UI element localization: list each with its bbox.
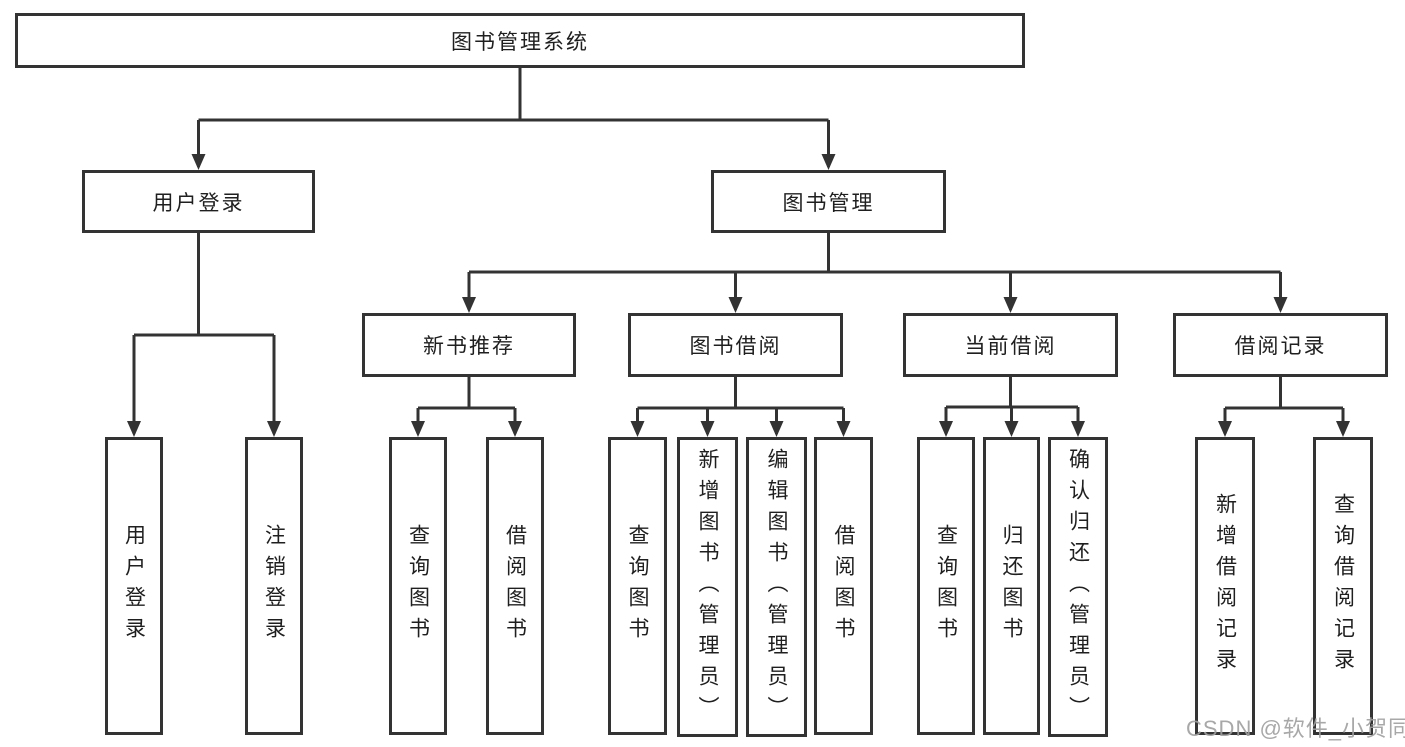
leaf-user-login: 用户登录 xyxy=(105,437,163,735)
node-current-borrow: 当前借阅 xyxy=(903,313,1118,377)
node-new-book-recommend: 新书推荐 xyxy=(362,313,576,377)
node-book-management: 图书管理 xyxy=(711,170,946,233)
connector-borrow-records-split xyxy=(1225,377,1343,410)
leaf-label: 借阅图书 xyxy=(832,524,855,648)
connector-root-split xyxy=(198,68,829,122)
connector-current-borrow-split xyxy=(946,377,1078,409)
leaf-label: 查询图书 xyxy=(934,524,958,648)
connector-book-borrow-split xyxy=(637,377,844,410)
leaf-confirm-return-admin: 确认归还（管理员） xyxy=(1048,437,1108,737)
leaf-label: 借阅图书 xyxy=(503,524,527,648)
leaf-label: 查询图书 xyxy=(626,524,649,648)
leaf-add-book-admin: 新增图书（管理员） xyxy=(677,437,738,737)
leaf-return-book: 归还图书 xyxy=(983,437,1040,735)
leaf-query-books-3: 查询图书 xyxy=(917,437,975,735)
leaf-label: 新增图书（管理员） xyxy=(696,447,719,727)
csdn-watermark: CSDN @软件_小贺同学 xyxy=(1186,716,1405,741)
leaf-label: 新增借阅记录 xyxy=(1213,493,1237,679)
node-user-login: 用户登录 xyxy=(82,170,315,233)
node-borrow-records: 借阅记录 xyxy=(1173,313,1388,377)
leaf-query-books-1: 查询图书 xyxy=(389,437,447,735)
leaf-query-borrow-record: 查询借阅记录 xyxy=(1313,437,1373,735)
leaf-label: 确认归还（管理员） xyxy=(1066,447,1090,727)
node-book-borrow: 图书借阅 xyxy=(628,313,843,377)
leaf-borrow-books-2: 借阅图书 xyxy=(814,437,873,735)
leaf-label: 查询借阅记录 xyxy=(1331,493,1355,679)
leaf-label: 注销登录 xyxy=(262,524,286,648)
leaf-edit-book-admin: 编辑图书（管理员） xyxy=(746,437,807,737)
leaf-query-books-2: 查询图书 xyxy=(608,437,667,735)
connector-user-login-split xyxy=(134,233,274,337)
connector-lines xyxy=(127,68,1350,437)
leaf-logout: 注销登录 xyxy=(245,437,303,735)
leaf-label: 归还图书 xyxy=(1000,524,1023,648)
leaf-label: 编辑图书（管理员） xyxy=(765,447,788,727)
leaf-add-borrow-record: 新增借阅记录 xyxy=(1195,437,1255,735)
leaf-label: 用户登录 xyxy=(122,524,146,648)
leaf-borrow-books-1: 借阅图书 xyxy=(486,437,544,735)
connector-new-book-split xyxy=(418,377,515,410)
node-library-management-system: 图书管理系统 xyxy=(15,13,1025,68)
connector-book-management-split xyxy=(469,233,1281,274)
leaf-label: 查询图书 xyxy=(406,524,430,648)
